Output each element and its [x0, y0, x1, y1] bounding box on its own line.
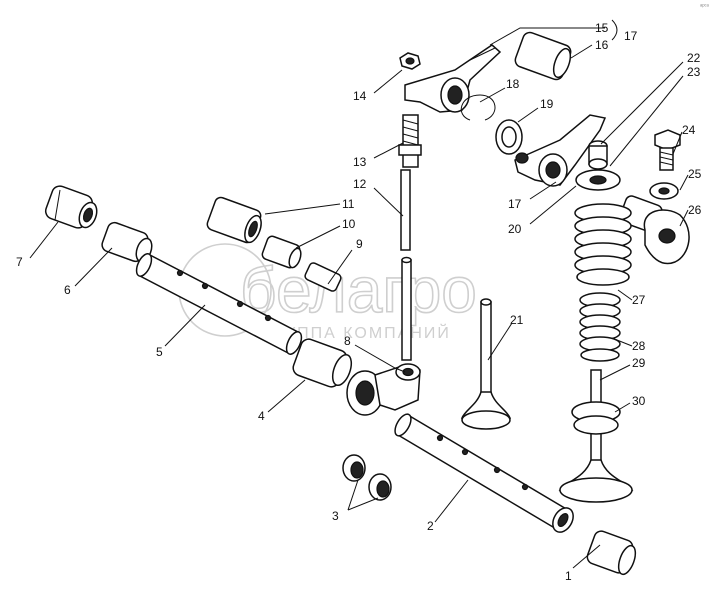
part-5-rocker-shaft: [135, 252, 303, 356]
part-18-retaining-ring: [460, 94, 496, 121]
callout-12: 12: [353, 177, 367, 191]
callout-2: 2: [427, 519, 434, 533]
part-2-rocker-shaft: [394, 413, 574, 533]
part-27-outer-spring: [574, 203, 632, 286]
callout-7: 7: [16, 255, 23, 269]
callout-14: 14: [353, 89, 367, 103]
part-28-inner-spring: [579, 292, 621, 362]
part-10-bushing: [261, 235, 302, 269]
part-7-bushing: [44, 185, 98, 229]
callout-30: 30: [632, 394, 646, 408]
callout-29: 29: [632, 356, 646, 370]
part-19-washer: [495, 119, 523, 155]
callout-22: 22: [687, 51, 701, 65]
callout-18: 18: [506, 77, 520, 91]
callout-8: 8: [344, 334, 351, 348]
part-13-adjusting-screw: [398, 114, 422, 168]
callout-15: 15: [595, 21, 609, 35]
leader-lines: [29, 19, 689, 569]
part-17-rocker-arm: [514, 114, 607, 187]
part-8-rocker-arm: [346, 363, 421, 416]
part-14-nut: [399, 52, 421, 70]
part-22-23-valve-cap: [575, 140, 621, 191]
callout-9: 9: [356, 237, 363, 251]
part-4-bushing: [292, 338, 353, 388]
callout-5: 5: [156, 345, 163, 359]
callout-16: 16: [595, 38, 609, 52]
callout-19: 19: [540, 97, 554, 111]
callout-28: 28: [632, 339, 646, 353]
part-25-washer: [649, 182, 679, 200]
callout-3: 3: [332, 509, 339, 523]
watermark-brand: белагро: [240, 254, 477, 326]
part-11-bushing: [206, 196, 262, 244]
callout-25: 25: [688, 167, 702, 181]
part-21-intake-valve: [460, 298, 512, 430]
part-1-bushing: [586, 530, 637, 576]
callout-27: 27: [632, 293, 646, 307]
part-9-pin: [304, 262, 342, 292]
part-12-push-rod: [400, 169, 412, 361]
callout-20: 20: [508, 222, 522, 236]
callout-17: 17: [508, 197, 522, 211]
callout-17-group: 17: [624, 29, 638, 43]
callout-1: 1: [565, 569, 572, 583]
callout-13: 13: [353, 155, 367, 169]
part-29-30-exhaust-valve: [558, 369, 634, 503]
callout-24: 24: [682, 123, 696, 137]
callout-4: 4: [258, 409, 265, 423]
part-16-bushing: [514, 31, 572, 81]
part-15-rocker-arm: [404, 44, 502, 113]
callout-11: 11: [342, 197, 355, 211]
part-3-plugs: [342, 454, 392, 501]
callout-6: 6: [64, 283, 71, 297]
callout-10: 10: [342, 217, 356, 231]
callout-21: 21: [510, 313, 524, 327]
corner-mark: ᵃᵖᶜᵃ: [700, 4, 710, 10]
callout-labels: 1 2 3 4 5 6 7 8 9 10 11 12 13 14 15 16 1…: [16, 21, 702, 583]
callout-23: 23: [687, 65, 701, 79]
part-24-bolt: [654, 129, 681, 171]
callout-26: 26: [688, 203, 702, 217]
